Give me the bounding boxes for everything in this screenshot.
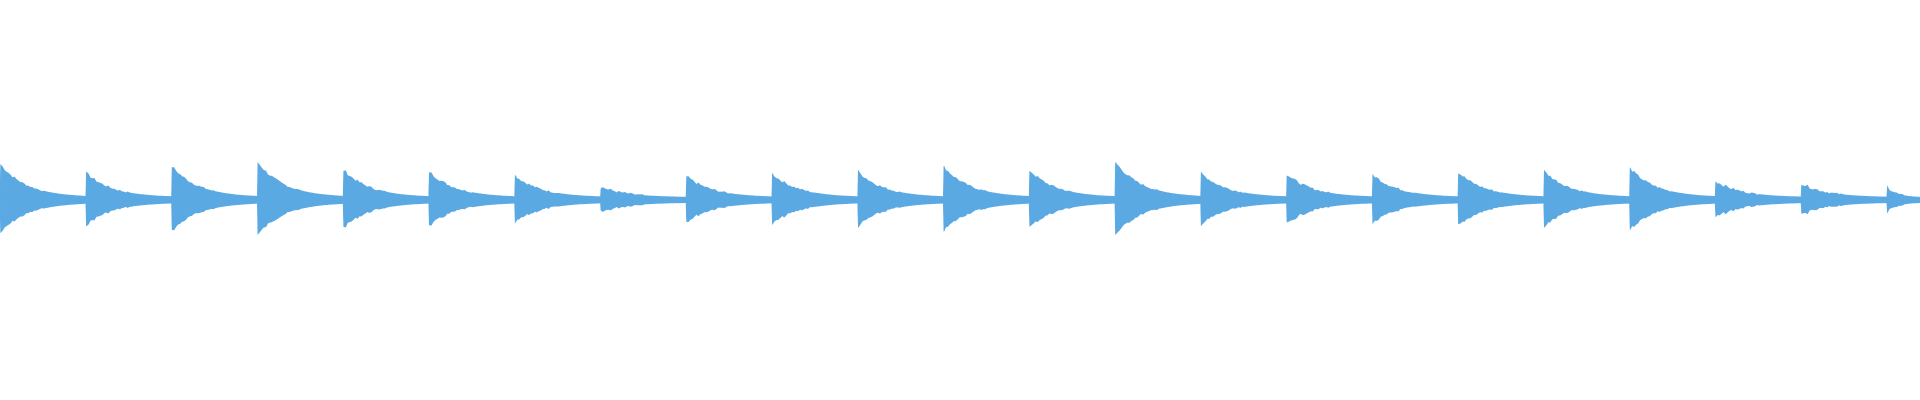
waveform-envelope (0, 161, 1920, 236)
